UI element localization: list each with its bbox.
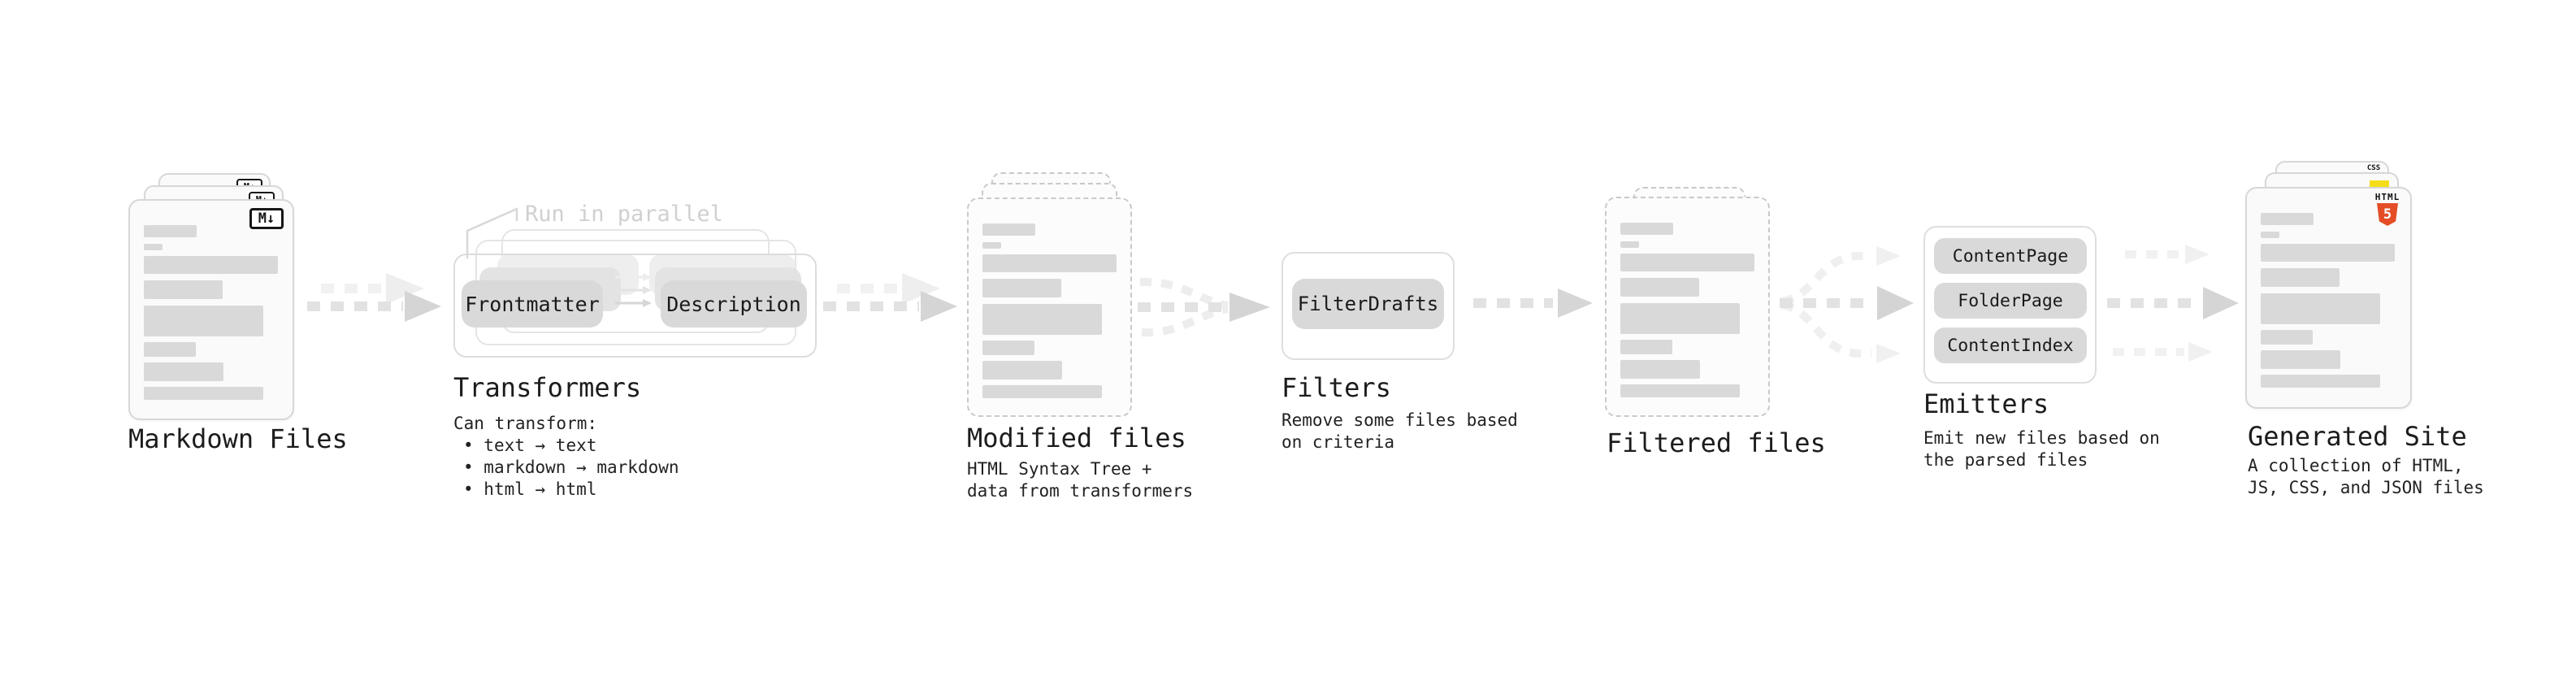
skeleton-bar	[144, 225, 197, 237]
transform-item: markdown → markdown	[453, 457, 679, 479]
node-title: Generated Site	[2248, 421, 2467, 452]
node-filtered-files: Filtered files	[1605, 187, 1826, 463]
transformer-step-frontmatter: Frontmatter	[462, 280, 603, 327]
filters-box	[1281, 252, 1455, 360]
arrow-modified-to-filters	[1138, 277, 1270, 337]
skeleton-bar	[144, 362, 223, 381]
transformer-layer	[453, 254, 817, 358]
node-note: A collection of HTML, JS, CSS, and JSON …	[2248, 455, 2484, 499]
arrow-transformers-to-modified	[823, 273, 957, 322]
skeleton-bar	[982, 242, 1001, 249]
callout-line	[466, 207, 518, 258]
skeleton-bar	[982, 340, 1034, 355]
skeleton-bar	[1620, 303, 1740, 334]
node-markdown-files: M↓ M↓ M↓ Markdown Files	[127, 173, 348, 474]
file-card: HTML 5	[2245, 187, 2412, 409]
note-line: data from transformers	[967, 481, 1194, 501]
filter-pill-filterdrafts: FilterDrafts	[1292, 279, 1444, 329]
skeleton-bar	[982, 361, 1062, 380]
skeleton-bar	[2261, 244, 2395, 262]
node-note: Remove some files based on criteria	[1281, 410, 1518, 453]
html5-icon: HTML 5	[2371, 193, 2404, 226]
transform-item: text → text	[453, 435, 679, 457]
node-title: Modified files	[967, 423, 1186, 453]
step-arrows-icon	[615, 273, 652, 307]
skeleton-bar	[1620, 360, 1700, 379]
skeleton-bar	[982, 385, 1102, 398]
file-card	[967, 197, 1132, 417]
node-title: Emitters	[1923, 388, 2049, 419]
note-line: A collection of HTML,	[2248, 456, 2464, 475]
skeleton-bar	[1620, 254, 1754, 271]
note-line: Emit new files based on	[1923, 428, 2160, 448]
skeleton-bar	[144, 256, 278, 274]
file-card	[1605, 197, 1770, 417]
skeleton-bar	[2261, 330, 2313, 345]
skeleton-bar	[1620, 278, 1699, 297]
skeleton-bar	[2261, 268, 2340, 287]
node-note: Can transform: text → text markdown → ma…	[453, 413, 679, 501]
emitter-pill-contentindex: ContentIndex	[1934, 327, 2087, 363]
node-emitters: ContentPage FolderPage ContentIndex Emit…	[1923, 226, 2160, 478]
skeleton-bar	[144, 306, 263, 336]
node-note: HTML Syntax Tree + data from transformer…	[967, 458, 1193, 502]
emitters-box	[1923, 226, 2097, 384]
skeleton-bar	[982, 279, 1061, 297]
node-note: Emit new files based on the parsed files	[1923, 427, 2160, 471]
arrow-markdown-to-transformers	[307, 273, 441, 322]
node-filters: FilterDrafts Filters Remove some files b…	[1281, 252, 1518, 463]
note-line: on criteria	[1281, 432, 1395, 452]
skeleton-bar	[982, 254, 1117, 272]
node-title: Markdown Files	[128, 423, 348, 454]
skeleton-bar	[144, 342, 196, 357]
run-in-parallel-note: Run in parallel	[525, 202, 723, 227]
skeleton-bar	[1620, 241, 1639, 248]
transform-list: text → text markdown → markdown html → h…	[453, 435, 679, 501]
node-title: Filtered files	[1607, 427, 1826, 458]
skeleton-bar	[2261, 213, 2314, 225]
skeleton-bar	[1620, 223, 1673, 235]
note-line: JS, CSS, and JSON files	[2248, 478, 2484, 497]
note-line: Remove some files based	[1281, 410, 1518, 430]
node-transformers: Run in parallel Frontmatter Description …	[450, 200, 840, 517]
node-generated-site: CSS HTML 5 Generated Site A collection o…	[2245, 161, 2484, 518]
skeleton-bar	[144, 280, 223, 299]
skeleton-bar	[982, 304, 1102, 335]
skeleton-bar	[1620, 340, 1672, 354]
skeleton-bar	[144, 244, 163, 250]
arrow-filters-to-filtered	[1473, 288, 1593, 318]
file-card: M↓	[128, 199, 294, 420]
note-heading: Can transform:	[453, 414, 598, 433]
node-modified-files: Modified files HTML Syntax Tree + data f…	[967, 172, 1193, 514]
skeleton-bar	[2261, 232, 2279, 238]
skeleton-bar	[2261, 293, 2380, 324]
skeleton-bar	[982, 223, 1035, 236]
skeleton-bar	[2261, 350, 2340, 369]
skeleton-bar	[2261, 375, 2380, 388]
note-line: HTML Syntax Tree +	[967, 459, 1152, 479]
skeleton-bar	[1620, 384, 1740, 397]
note-line: the parsed files	[1923, 450, 2088, 470]
arrow-filtered-to-emitters	[1780, 246, 1914, 363]
transformer-step-description: Description	[661, 280, 807, 327]
transform-item: html → html	[453, 479, 679, 501]
emitter-pill-contentpage: ContentPage	[1934, 238, 2087, 274]
markdown-icon: M↓	[249, 208, 284, 229]
emitter-pill-folderpage: FolderPage	[1934, 283, 2087, 319]
arrow-emitters-to-site	[2107, 245, 2239, 362]
node-title: Filters	[1281, 372, 1391, 403]
node-title: Transformers	[453, 372, 642, 403]
skeleton-bar	[144, 387, 263, 400]
